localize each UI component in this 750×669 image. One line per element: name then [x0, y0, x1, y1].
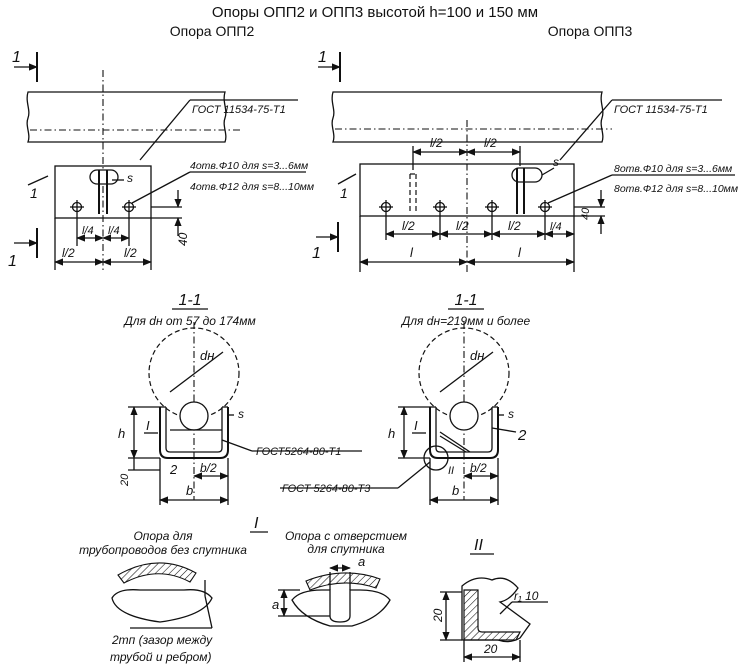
detail-II-20-h: 20 [483, 642, 498, 656]
right-dim-top-half-2: l/2 [484, 136, 497, 150]
left-dim-quarter-2: l/4 [108, 225, 120, 237]
right-dim-quarter: l/4 [550, 221, 562, 233]
left-gost-weld: ГОСТ5264-80-Т1 [256, 446, 341, 458]
right-holes-note-2: 8отв.Ф12 для s=8...10мм [614, 183, 738, 195]
right-h: h [388, 426, 395, 441]
right-s: s [508, 407, 514, 421]
left-section-mark-top: 1 [12, 49, 21, 66]
right-dim-half-b: l/2 [456, 219, 469, 233]
detail-I-note-1: 2тп (зазор между [111, 633, 213, 647]
right-gost-label: ГОСТ 11534-75-Т1 [614, 104, 708, 116]
detail-I-a-top: a [358, 554, 365, 569]
right-holes-note-1: 8отв.Ф10 для s=3...6мм [614, 163, 732, 175]
left-dim-20: 20 [119, 473, 131, 487]
left-dim-half-1: l/2 [62, 246, 75, 260]
right-dim-half-a: l/2 [402, 219, 415, 233]
right-section-label: 1-1 [454, 292, 477, 309]
detail-I-caption-a-1: Опора для [133, 529, 193, 543]
left-section-label: 1-1 [178, 292, 201, 309]
left-part-1: 1 [30, 185, 38, 201]
detail-I-mark: I [254, 515, 259, 532]
right-dn: dн [470, 348, 484, 363]
left-section-mark-bottom: 1 [8, 253, 17, 270]
right-dim-top-half-1: l/2 [430, 136, 443, 150]
left-part-2: 2 [169, 462, 178, 477]
right-gost-weld: ГОСТ 5264-80-Т3 [282, 483, 371, 495]
left-gost-label: ГОСТ 11534-75-Т1 [192, 104, 286, 116]
left-plan-view: 1 1 ГОСТ 11534-75-Т1 1 s 4отв.Ф10 для s=… [8, 49, 314, 272]
detail-I-caption-b-2: для спутника [307, 542, 385, 556]
left-dn: dн [200, 348, 214, 363]
right-part-2: 2 [517, 427, 527, 444]
detail-II-20-v: 20 [431, 608, 445, 623]
detail-I-view: I Опора для трубопроводов без спутника 2… [79, 515, 407, 664]
right-dim-l-1: l [410, 245, 414, 260]
detail-I-caption-b-1: Опора с отверстием [285, 529, 407, 543]
right-section-mark-bottom: 1 [312, 245, 321, 262]
detail-I-caption-a-2: трубопроводов без спутника [79, 543, 247, 557]
left-holes-note-2: 4отв.Ф12 для s=8...10мм [190, 181, 314, 193]
left-h: h [118, 426, 125, 441]
right-plan-view: 1 1 l/2 l/2 ГОС [312, 49, 738, 272]
detail-I-note-2: трубой и ребром) [110, 650, 212, 664]
left-b-half: b/2 [200, 461, 217, 475]
left-dim-quarter-1: l/4 [82, 225, 94, 237]
left-dim-half-2: l/2 [124, 246, 137, 260]
right-section-caption: Для dн=219мм и более [400, 314, 531, 328]
left-detail-I: I [146, 418, 150, 433]
right-b-half: b/2 [470, 461, 487, 475]
left-b: b [186, 483, 193, 498]
left-subtitle: Опора ОПП2 [170, 23, 255, 39]
left-s-label: s [127, 171, 133, 185]
main-title: Опоры ОПП2 и ОПП3 высотой h=100 и 150 мм [212, 4, 538, 21]
right-part-1: 1 [340, 185, 348, 201]
right-dim-half-c: l/2 [508, 219, 521, 233]
left-holes-note-1: 4отв.Ф10 для s=3...6мм [190, 160, 308, 172]
right-section-view: 1-1 Для dн=219мм и более dн s 2 h I II [280, 292, 530, 505]
left-section-view: 1-1 Для dн от 57 до 174мм dн s h 20 I 2 … [118, 292, 362, 505]
detail-II-view: II r₁ 10 20 20 [431, 537, 548, 662]
right-detail-II: II [448, 465, 454, 477]
right-b: b [452, 483, 459, 498]
right-dim-l-2: l [518, 245, 522, 260]
right-subtitle: Опора ОПП3 [548, 23, 633, 39]
detail-I-a-side: a [272, 597, 279, 612]
left-section-caption: Для dн от 57 до 174мм [122, 314, 255, 328]
right-dim-40: 40 [580, 207, 592, 220]
detail-II-r: r₁ 10 [514, 589, 539, 603]
right-section-mark-top: 1 [318, 49, 327, 66]
right-s-label: s [553, 155, 559, 169]
left-s: s [238, 407, 244, 421]
detail-II-mark: II [474, 537, 483, 554]
right-detail-I: I [414, 418, 418, 433]
left-dim-40: 40 [176, 232, 190, 246]
